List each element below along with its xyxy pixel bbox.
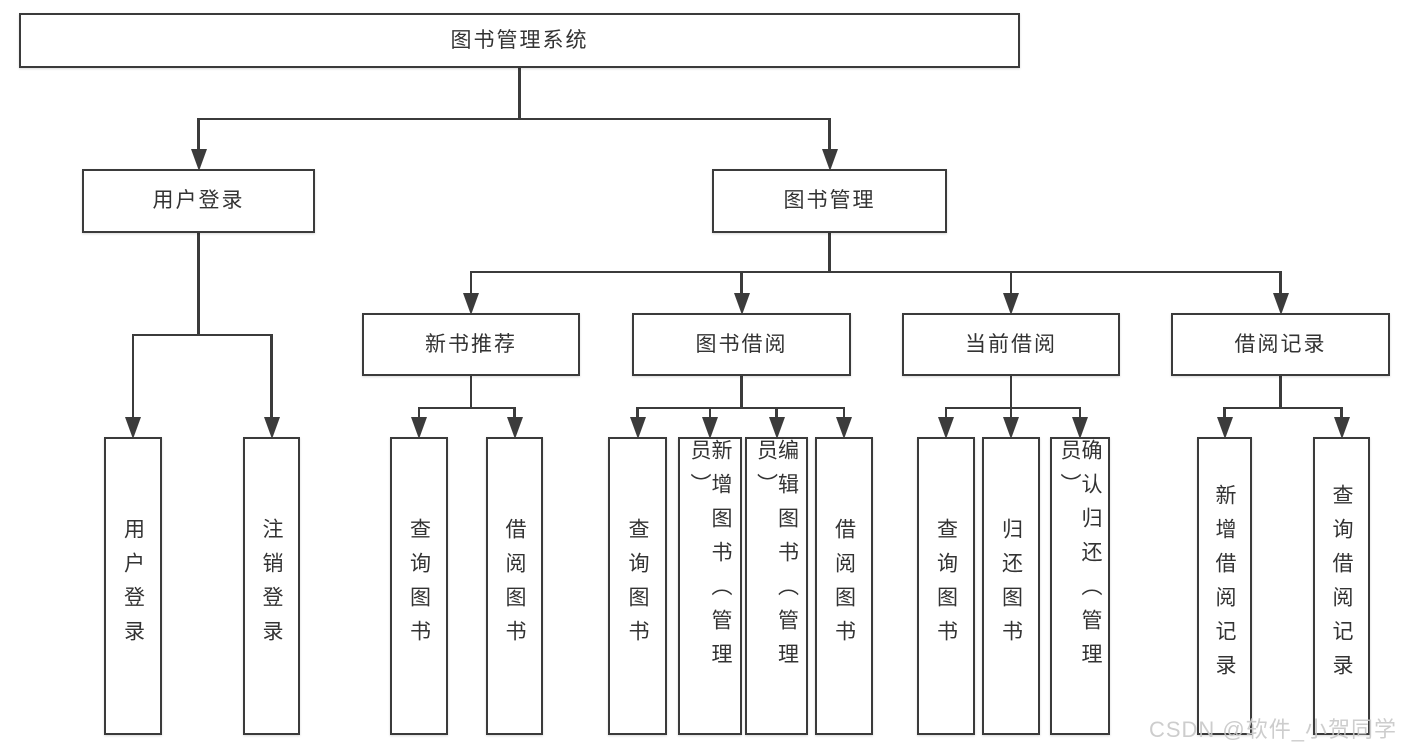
node-current-borrow: 当前借阅 — [902, 313, 1120, 376]
node-leaf-query-books-3: 查询图书 — [917, 437, 975, 735]
node-root: 图书管理系统 — [19, 13, 1020, 68]
node-label: 查询图书 — [934, 518, 958, 654]
node-leaf-query-books-2: 查询图书 — [608, 437, 667, 735]
connector-line — [469, 270, 1282, 274]
node-label: 借阅图书 — [503, 518, 526, 654]
node-label: 图书管理 — [783, 189, 876, 213]
connector-line — [1223, 406, 1343, 410]
connector-line — [775, 408, 778, 421]
connector-line — [636, 408, 639, 421]
connector-line — [828, 233, 831, 272]
node-book-mgmt: 图书管理 — [712, 169, 947, 233]
connector-line — [131, 333, 273, 337]
connector-line — [740, 376, 743, 408]
connector-line — [197, 117, 831, 121]
connector-line — [708, 408, 712, 421]
node-label: 新增图书（管理员） — [688, 439, 732, 677]
connector-line — [944, 406, 1082, 410]
connector-line — [469, 272, 473, 297]
node-user-login: 用户登录 — [82, 169, 315, 233]
node-leaf-return-books: 归还图书 — [982, 437, 1040, 735]
connector-line — [270, 335, 273, 421]
node-leaf-borrow-books-2: 借阅图书 — [815, 437, 873, 735]
arrow-down-icon — [733, 293, 750, 315]
node-label: 用户登录 — [152, 189, 245, 213]
arrow-down-icon — [263, 417, 280, 439]
connector-line — [417, 408, 421, 421]
arrow-down-icon — [506, 417, 523, 439]
node-label: 确认归还（管理员） — [1058, 439, 1102, 677]
arrow-down-icon — [1072, 417, 1088, 439]
node-label: 归还图书 — [999, 518, 1023, 654]
node-borrow-records: 借阅记录 — [1171, 313, 1390, 376]
arrow-down-icon — [1003, 417, 1019, 439]
arrow-down-icon — [125, 417, 141, 439]
node-label: 注销登录 — [260, 518, 283, 654]
connector-line — [636, 406, 846, 410]
connector-line — [1078, 408, 1082, 421]
node-leaf-query-borrow-record: 查询借阅记录 — [1313, 437, 1370, 735]
arrow-down-icon — [702, 417, 718, 439]
arrow-down-icon — [1333, 417, 1350, 439]
arrow-down-icon — [768, 417, 785, 439]
node-label: 用户登录 — [121, 518, 145, 654]
connector-line — [1340, 408, 1343, 421]
connector-line — [518, 68, 521, 119]
node-leaf-query-books-1: 查询图书 — [390, 437, 448, 735]
connector-line — [1279, 272, 1282, 297]
node-book-borrow: 图书借阅 — [632, 313, 851, 376]
connector-line — [1279, 376, 1282, 408]
connector-line — [842, 408, 846, 421]
node-label: 新书推荐 — [425, 332, 517, 356]
node-label: 编辑图书（管理员） — [754, 439, 799, 677]
connector-line — [469, 376, 473, 408]
node-leaf-user-login: 用户登录 — [104, 437, 162, 735]
connector-line — [197, 233, 200, 335]
node-label: 查询图书 — [626, 518, 649, 654]
arrow-down-icon — [1216, 417, 1233, 439]
connector-line — [1009, 272, 1013, 297]
arrow-down-icon — [629, 417, 646, 439]
node-label: 图书借阅 — [695, 332, 788, 356]
connector-line — [740, 272, 743, 297]
node-leaf-add-books: 新增图书（管理员） — [678, 437, 742, 735]
arrow-down-icon — [821, 149, 838, 171]
connector-line — [828, 119, 831, 153]
connector-line — [1009, 376, 1013, 408]
connector-line — [1009, 408, 1013, 421]
arrow-down-icon — [938, 417, 954, 439]
connector-line — [944, 408, 948, 421]
arrow-down-icon — [190, 149, 207, 171]
node-leaf-confirm-return: 确认归还（管理员） — [1050, 437, 1110, 735]
connector-line — [1223, 408, 1226, 421]
node-label: 借阅记录 — [1234, 332, 1327, 356]
connector-line — [197, 119, 200, 153]
arrow-down-icon — [1272, 293, 1289, 315]
node-new-book-rec: 新书推荐 — [362, 313, 580, 376]
node-label: 当前借阅 — [965, 332, 1057, 356]
connector-line — [513, 408, 516, 421]
node-label: 查询借阅记录 — [1330, 484, 1353, 688]
connector-line — [417, 406, 516, 410]
arrow-down-icon — [411, 417, 427, 439]
node-label: 借阅图书 — [832, 518, 856, 654]
arrow-down-icon — [836, 417, 852, 439]
node-leaf-logout: 注销登录 — [243, 437, 300, 735]
node-label: 图书管理系统 — [450, 28, 589, 52]
node-leaf-add-borrow-record: 新增借阅记录 — [1197, 437, 1252, 735]
arrow-down-icon — [463, 293, 479, 315]
node-leaf-edit-books: 编辑图书（管理员） — [745, 437, 808, 735]
node-leaf-borrow-books-1: 借阅图书 — [486, 437, 543, 735]
node-label: 新增借阅记录 — [1213, 484, 1236, 688]
arrow-down-icon — [1003, 293, 1019, 315]
csdn-watermark: CSDN @软件_小贺同学 — [1148, 717, 1397, 742]
connector-line — [131, 335, 135, 421]
node-label: 查询图书 — [407, 518, 431, 654]
